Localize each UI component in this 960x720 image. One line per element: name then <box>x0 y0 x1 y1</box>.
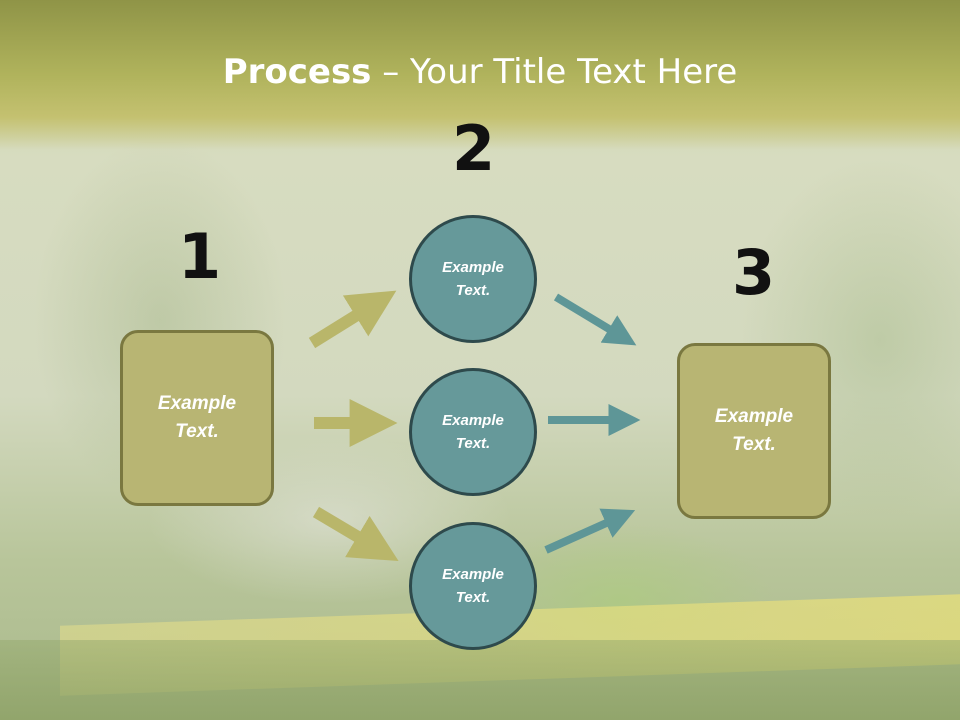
step-number-1: 1 <box>178 220 222 293</box>
circle-middle-text: Example Text. <box>442 411 504 452</box>
title-rest: – Your Title Text Here <box>371 52 738 92</box>
left-step-box: Example Text. <box>120 330 274 506</box>
circle-top-text: Example Text. <box>442 258 504 299</box>
right-step-box: Example Text. <box>677 343 831 519</box>
arrow-left-bottom <box>312 506 399 562</box>
title-bold: Process <box>222 52 372 92</box>
circle-middle: Example Text. <box>409 368 537 496</box>
step-number-2: 2 <box>452 112 496 185</box>
circle-top: Example Text. <box>409 215 537 343</box>
left-step-text: Example Text. <box>157 392 237 443</box>
title-band <box>0 0 960 150</box>
arrow-right-bottom <box>544 508 636 554</box>
right-step-text: Example Text. <box>714 405 794 456</box>
circle-bottom-text: Example Text. <box>442 565 504 606</box>
slide-title: Process – Your Title Text Here <box>0 52 960 92</box>
step-number-3: 3 <box>732 236 776 309</box>
arrow-left-top <box>308 290 397 349</box>
arrow-right-top <box>553 293 637 346</box>
circle-bottom: Example Text. <box>409 522 537 650</box>
grass <box>0 640 960 720</box>
